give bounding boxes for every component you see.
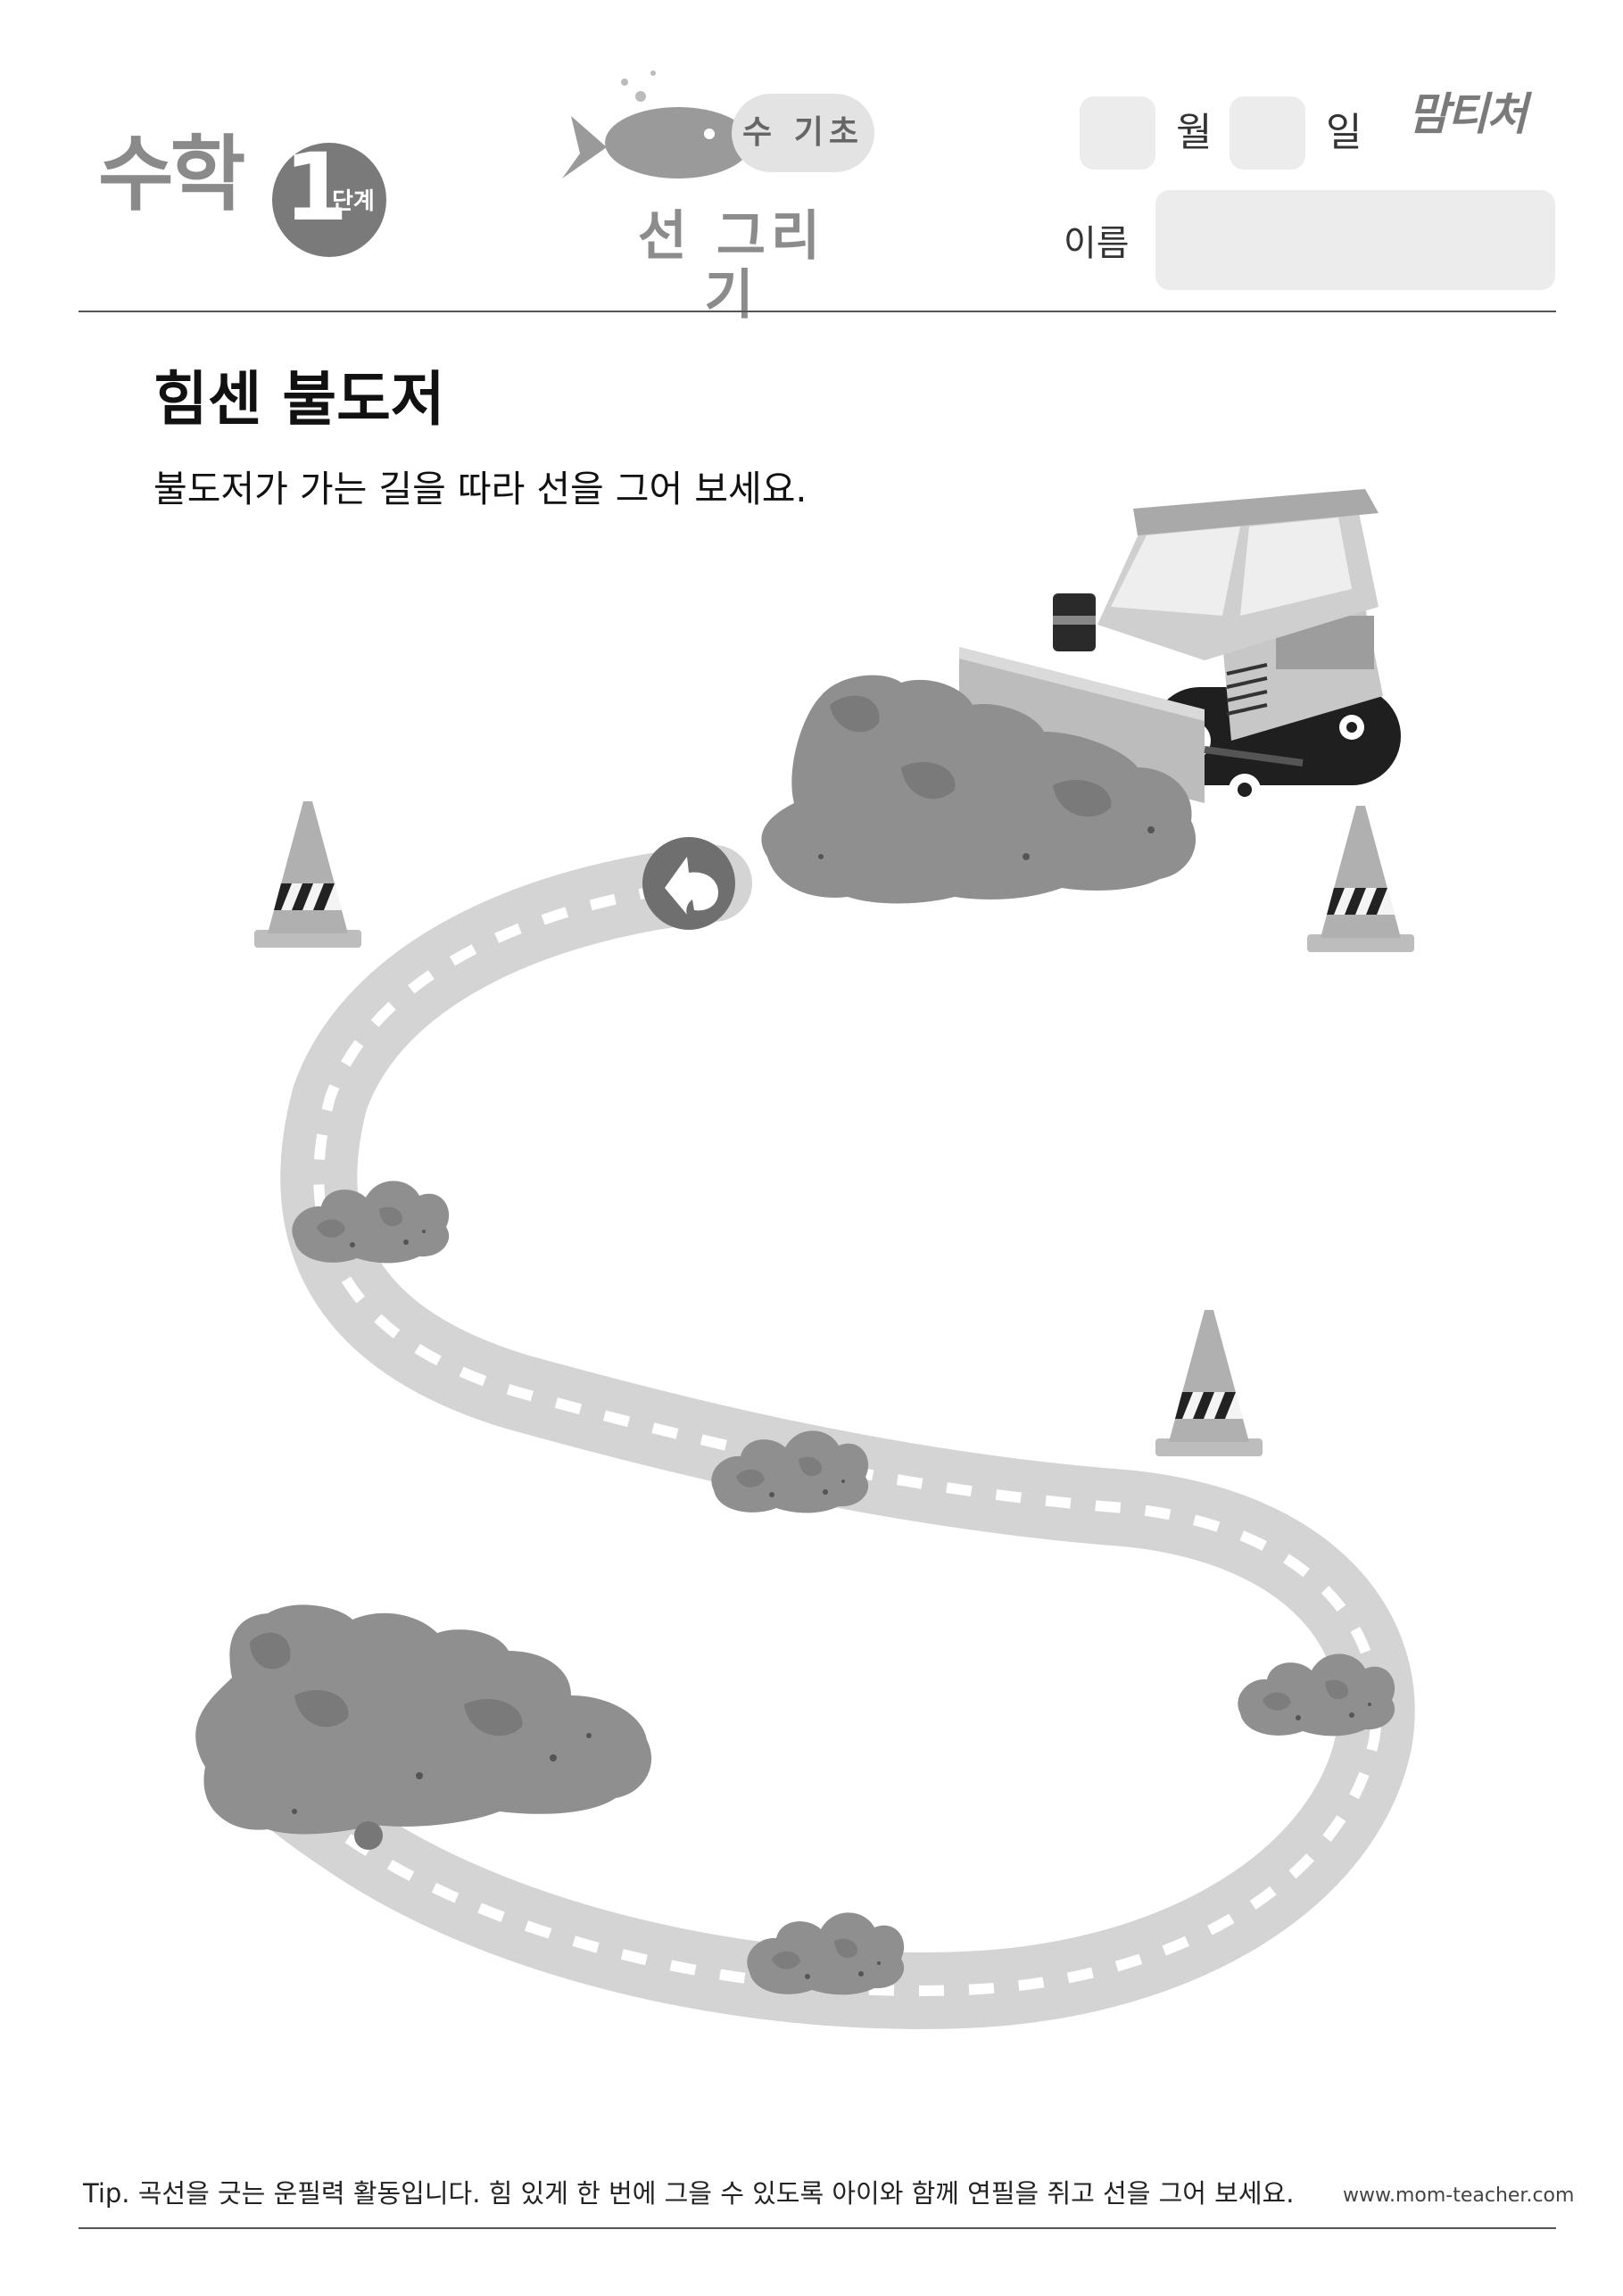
- category-label: 수 기초: [742, 114, 864, 151]
- traffic-cone-icon: [254, 801, 361, 948]
- subject-title: 수학: [98, 127, 245, 222]
- name-input[interactable]: [1155, 190, 1555, 290]
- bulldozer-icon: [959, 489, 1401, 806]
- dirt-pile-icon: [195, 1604, 652, 1835]
- traffic-cone-icon: [1155, 1310, 1263, 1456]
- end-dot-icon: [354, 1821, 383, 1850]
- month-label: 월: [1176, 110, 1213, 155]
- level-unit: 단계: [332, 188, 375, 215]
- worksheet-title: 힘센 불도저: [153, 365, 445, 434]
- header-divider: [79, 311, 1556, 312]
- worksheet-subtitle: 선 그리기: [637, 205, 826, 327]
- footer-divider: [79, 2227, 1556, 2229]
- category-pill: [732, 94, 874, 172]
- month-input[interactable]: [1080, 96, 1155, 170]
- road-dashed-guide[interactable]: [313, 878, 1382, 1996]
- worksheet-instruction: 불도저가 가는 길을 따라 선을 그어 보세요.: [153, 468, 807, 510]
- dirt-pile-icon: [747, 1912, 905, 1995]
- day-input[interactable]: [1230, 96, 1305, 170]
- brand-logo: 맘티처: [1408, 88, 1528, 140]
- level-number: 1: [284, 133, 349, 242]
- arrow-start-icon: [642, 837, 735, 930]
- dirt-pile-icon: [761, 675, 1197, 904]
- traffic-cone-icon: [1307, 806, 1414, 952]
- tip-text: Tip. 곡선을 긋는 운필력 활동입니다. 힘 있게 한 번에 그을 수 있도…: [83, 2178, 1295, 2209]
- website-url[interactable]: www.mom-teacher.com: [1343, 2184, 1575, 2207]
- name-label: 이름: [1064, 223, 1130, 264]
- day-label: 일: [1326, 110, 1362, 155]
- level-badge: [272, 143, 386, 257]
